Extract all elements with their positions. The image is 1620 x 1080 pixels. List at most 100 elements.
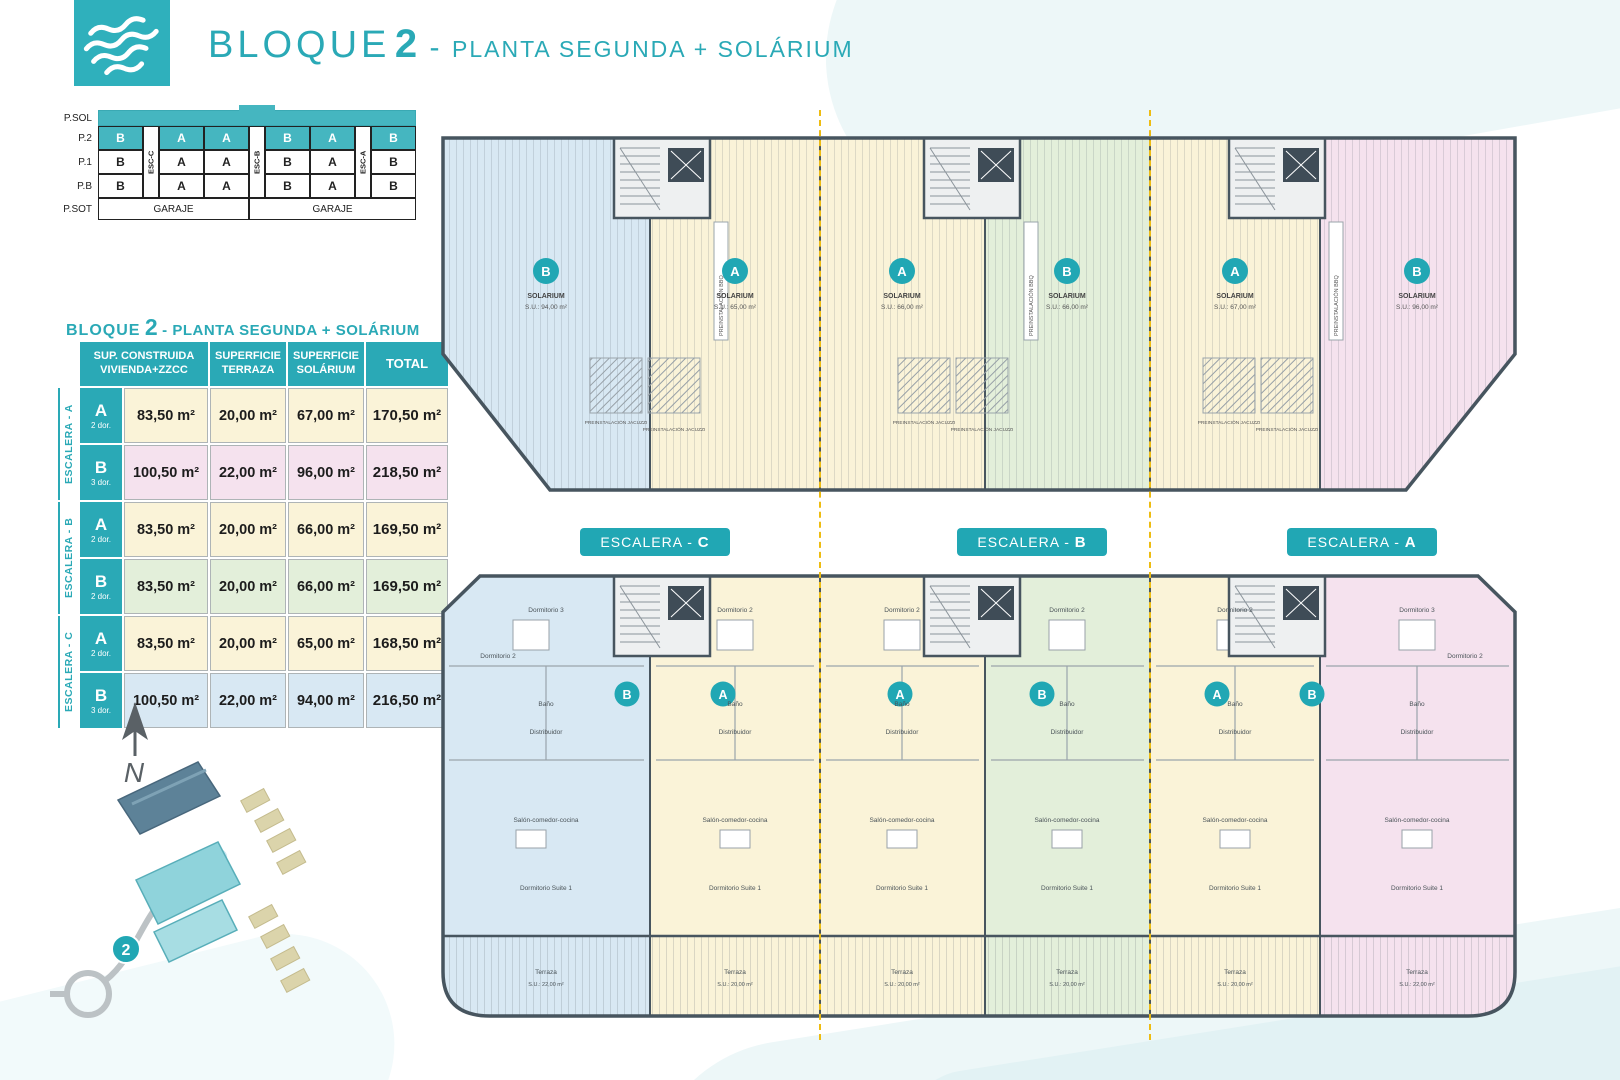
table-title: BLOQUE 2 - PLANTA SEGUNDA + SOLÁRIUM [66,314,420,341]
cell-built: 83,50 m² [124,388,208,443]
section-cell-pb: B [98,174,143,198]
cell-built: 100,50 m² [124,445,208,500]
site-townhouses [240,787,311,993]
cell-total: 170,50 m² [366,388,448,443]
bbq-note: PREINSTALACIÓN BBQ [1333,275,1340,336]
terraza-area: S.U.: 20,00 m² [717,982,753,988]
zone-area: S.U.: 65,00 m² [714,304,757,311]
planta-segunda-floor-plan: B A A B A B Dormitorio 3 Dormitorio 2 Ba… [441,574,1517,1018]
cell-total: 218,50 m² [366,445,448,500]
section-cell-pb: A [159,174,204,198]
unit-b-esc-a: Dormitorio 3 Dormitorio 2 Baño Distribui… [1384,607,1483,988]
cell-built: 83,50 m² [124,616,208,671]
room-label: Distribuidor [1401,729,1435,736]
esc-c-label: ESC-C [143,126,159,198]
unit-badge: B 2 dor. [80,559,122,614]
zone-area: S.U.: 67,00 m² [1214,304,1257,311]
pill-letter: C [697,533,710,551]
room-label: Baño [1059,701,1075,708]
section-cell-pb: A [204,174,249,198]
cell-terrace: 22,00 m² [210,673,286,728]
planta-badges: B A A B A B [614,681,1325,707]
section-cell-pb: A [310,174,355,198]
unit-badge: A 2 dor. [80,388,122,443]
floor-label: P.B [77,180,92,192]
bbq-note: PREINSTALACIÓN BBQ [1028,275,1035,336]
terraza-area: S.U.: 20,00 m² [884,982,920,988]
terraza-area: S.U.: 22,00 m² [1399,982,1435,988]
room-label: Salón-comedor-cocina [513,817,578,824]
unit-badge: A [895,688,904,702]
stair-core-esc-b [922,136,1022,220]
zone-area: S.U.: 66,00 m² [1046,304,1089,311]
jacuzzi-areas: PREINSTALACIÓN JACUZZI PREINSTALACIÓN JA… [585,357,1318,433]
bbq-strips: PREINSTALACIÓN BBQ PREINSTALACIÓN BBQ PR… [713,221,1344,341]
stair-core-esc-a [1227,136,1327,220]
unit-badge: B 3 dor. [80,673,122,728]
cell-solarium: 67,00 m² [288,388,364,443]
terraza-label: Terraza [891,969,913,976]
jacuzzi-note: PREINSTALACIÓN JACUZZI [643,426,706,433]
room-label: Salón-comedor-cocina [1384,817,1449,824]
cell-terrace: 20,00 m² [210,616,286,671]
unit-a-esc-a: Dormitorio 2 Baño Distribuidor Salón-com… [1202,607,1267,988]
room-label: Distribuidor [530,729,564,736]
furniture [512,619,1436,849]
unit-letter: B [94,685,108,705]
title-block-label: BLOQUE [208,24,391,66]
roof-notch [239,105,275,111]
cell-total: 216,50 m² [366,673,448,728]
room-label: Dormitorio Suite 1 [520,885,572,892]
unit-badge: B [622,688,631,702]
group-escalera-a: ESCALERA - A [58,388,78,500]
unit-badge: B 3 dor. [80,445,122,500]
terraza-label: Terraza [724,969,746,976]
stair-core-esc-c [612,136,712,220]
room-label: Baño [1409,701,1425,708]
room-label: Distribuidor [719,729,753,736]
room-label: Dormitorio 3 [528,607,564,614]
room-labels: Dormitorio 3 Dormitorio 2 Baño Distribui… [480,607,1483,988]
interior-walls [449,665,1509,761]
section-cell-pb: B [371,174,416,198]
unit-bedrooms: 2 dor. [90,648,111,658]
site-plan: 2 [46,742,316,1052]
room-label: Dormitorio 2 [717,607,753,614]
header-total: TOTAL [366,342,448,386]
title-block-number: 2 [394,22,418,66]
terraza-area: S.U.: 20,00 m² [1049,982,1085,988]
room-label: Dormitorio 2 [884,607,920,614]
cell-terrace: 20,00 m² [210,502,286,557]
zone-label: SOLARIUM [716,293,754,300]
planta-outline [441,574,1517,1018]
zone-badge: A [1230,264,1240,279]
unit-badge: A [1212,688,1221,702]
room-label: Salón-comedor-cocina [869,817,934,824]
table-title-number: 2 [144,314,158,340]
floor-label: P.2 [78,132,92,144]
section-divider-line [819,110,821,1040]
jacuzzi-note: PREINSTALACIÓN JACUZZI [893,419,956,426]
unit-letter: B [94,571,108,591]
section-divider-line [1149,110,1151,1040]
section-cell-p1: B [265,150,310,174]
jacuzzi-note: PREINSTALACIÓN JACUZZI [585,419,648,426]
unit-bedrooms: 2 dor. [90,420,111,430]
unit-bedrooms: 2 dor. [90,591,111,601]
unit-badge: A 2 dor. [80,502,122,557]
section-cell-p1: B [98,150,143,174]
pill-letter: B [1074,533,1087,551]
room-label: Baño [727,701,743,708]
cell-solarium: 66,00 m² [288,502,364,557]
unit-badge: B [1037,688,1046,702]
unit-bedrooms: 3 dor. [90,705,111,715]
brand-logo [74,0,170,86]
cell-built: 83,50 m² [124,502,208,557]
pill-prefix: ESCALERA - [1307,534,1405,550]
cell-solarium: 94,00 m² [288,673,364,728]
cell-solarium: 66,00 m² [288,559,364,614]
title-separator: - [429,31,440,64]
terraza-area: S.U.: 20,00 m² [1217,982,1253,988]
table-title-block: BLOQUE [66,322,141,339]
